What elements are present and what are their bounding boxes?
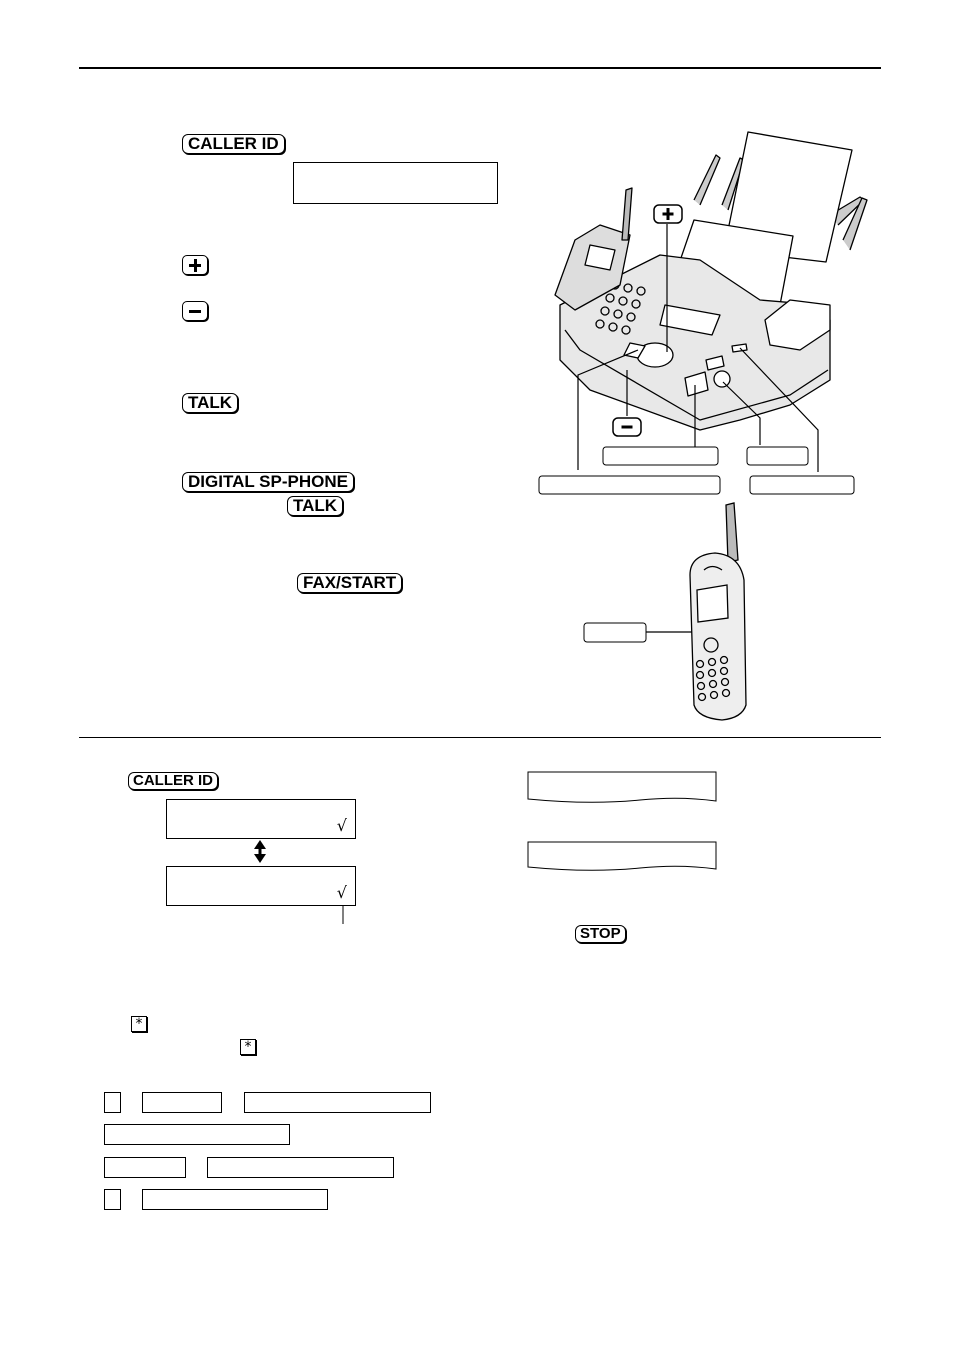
display-box-1: √ bbox=[166, 799, 356, 839]
handset-talk-key[interactable]: TALK bbox=[287, 496, 344, 516]
char-box bbox=[104, 1157, 186, 1178]
char-box bbox=[104, 1189, 121, 1210]
caller-id-key-lower[interactable]: CALLER ID bbox=[128, 772, 218, 790]
display-box-2: √ bbox=[166, 866, 356, 906]
fax-machine-illustration bbox=[538, 131, 868, 721]
check-mark: √ bbox=[336, 816, 347, 835]
stop-key[interactable]: STOP bbox=[575, 925, 626, 943]
char-box bbox=[244, 1092, 431, 1113]
top-rule bbox=[79, 67, 881, 69]
char-box bbox=[207, 1157, 394, 1178]
star-key-icon[interactable]: * bbox=[240, 1039, 256, 1055]
digital-sp-phone-key[interactable]: DIGITAL SP-PHONE bbox=[182, 472, 354, 492]
plus-key-icon[interactable] bbox=[182, 255, 208, 275]
talk-key[interactable]: TALK bbox=[182, 393, 239, 413]
star-key-icon[interactable]: * bbox=[131, 1016, 147, 1032]
check-mark: √ bbox=[336, 883, 347, 902]
display-box-top bbox=[293, 162, 498, 204]
char-box bbox=[104, 1124, 290, 1145]
char-box bbox=[142, 1189, 328, 1210]
section-divider bbox=[79, 737, 881, 738]
char-box bbox=[142, 1092, 222, 1113]
char-box bbox=[104, 1092, 121, 1113]
fax-start-key[interactable]: FAX/START bbox=[297, 573, 403, 593]
caller-id-key[interactable]: CALLER ID bbox=[182, 134, 285, 154]
minus-key-icon[interactable] bbox=[182, 301, 208, 321]
